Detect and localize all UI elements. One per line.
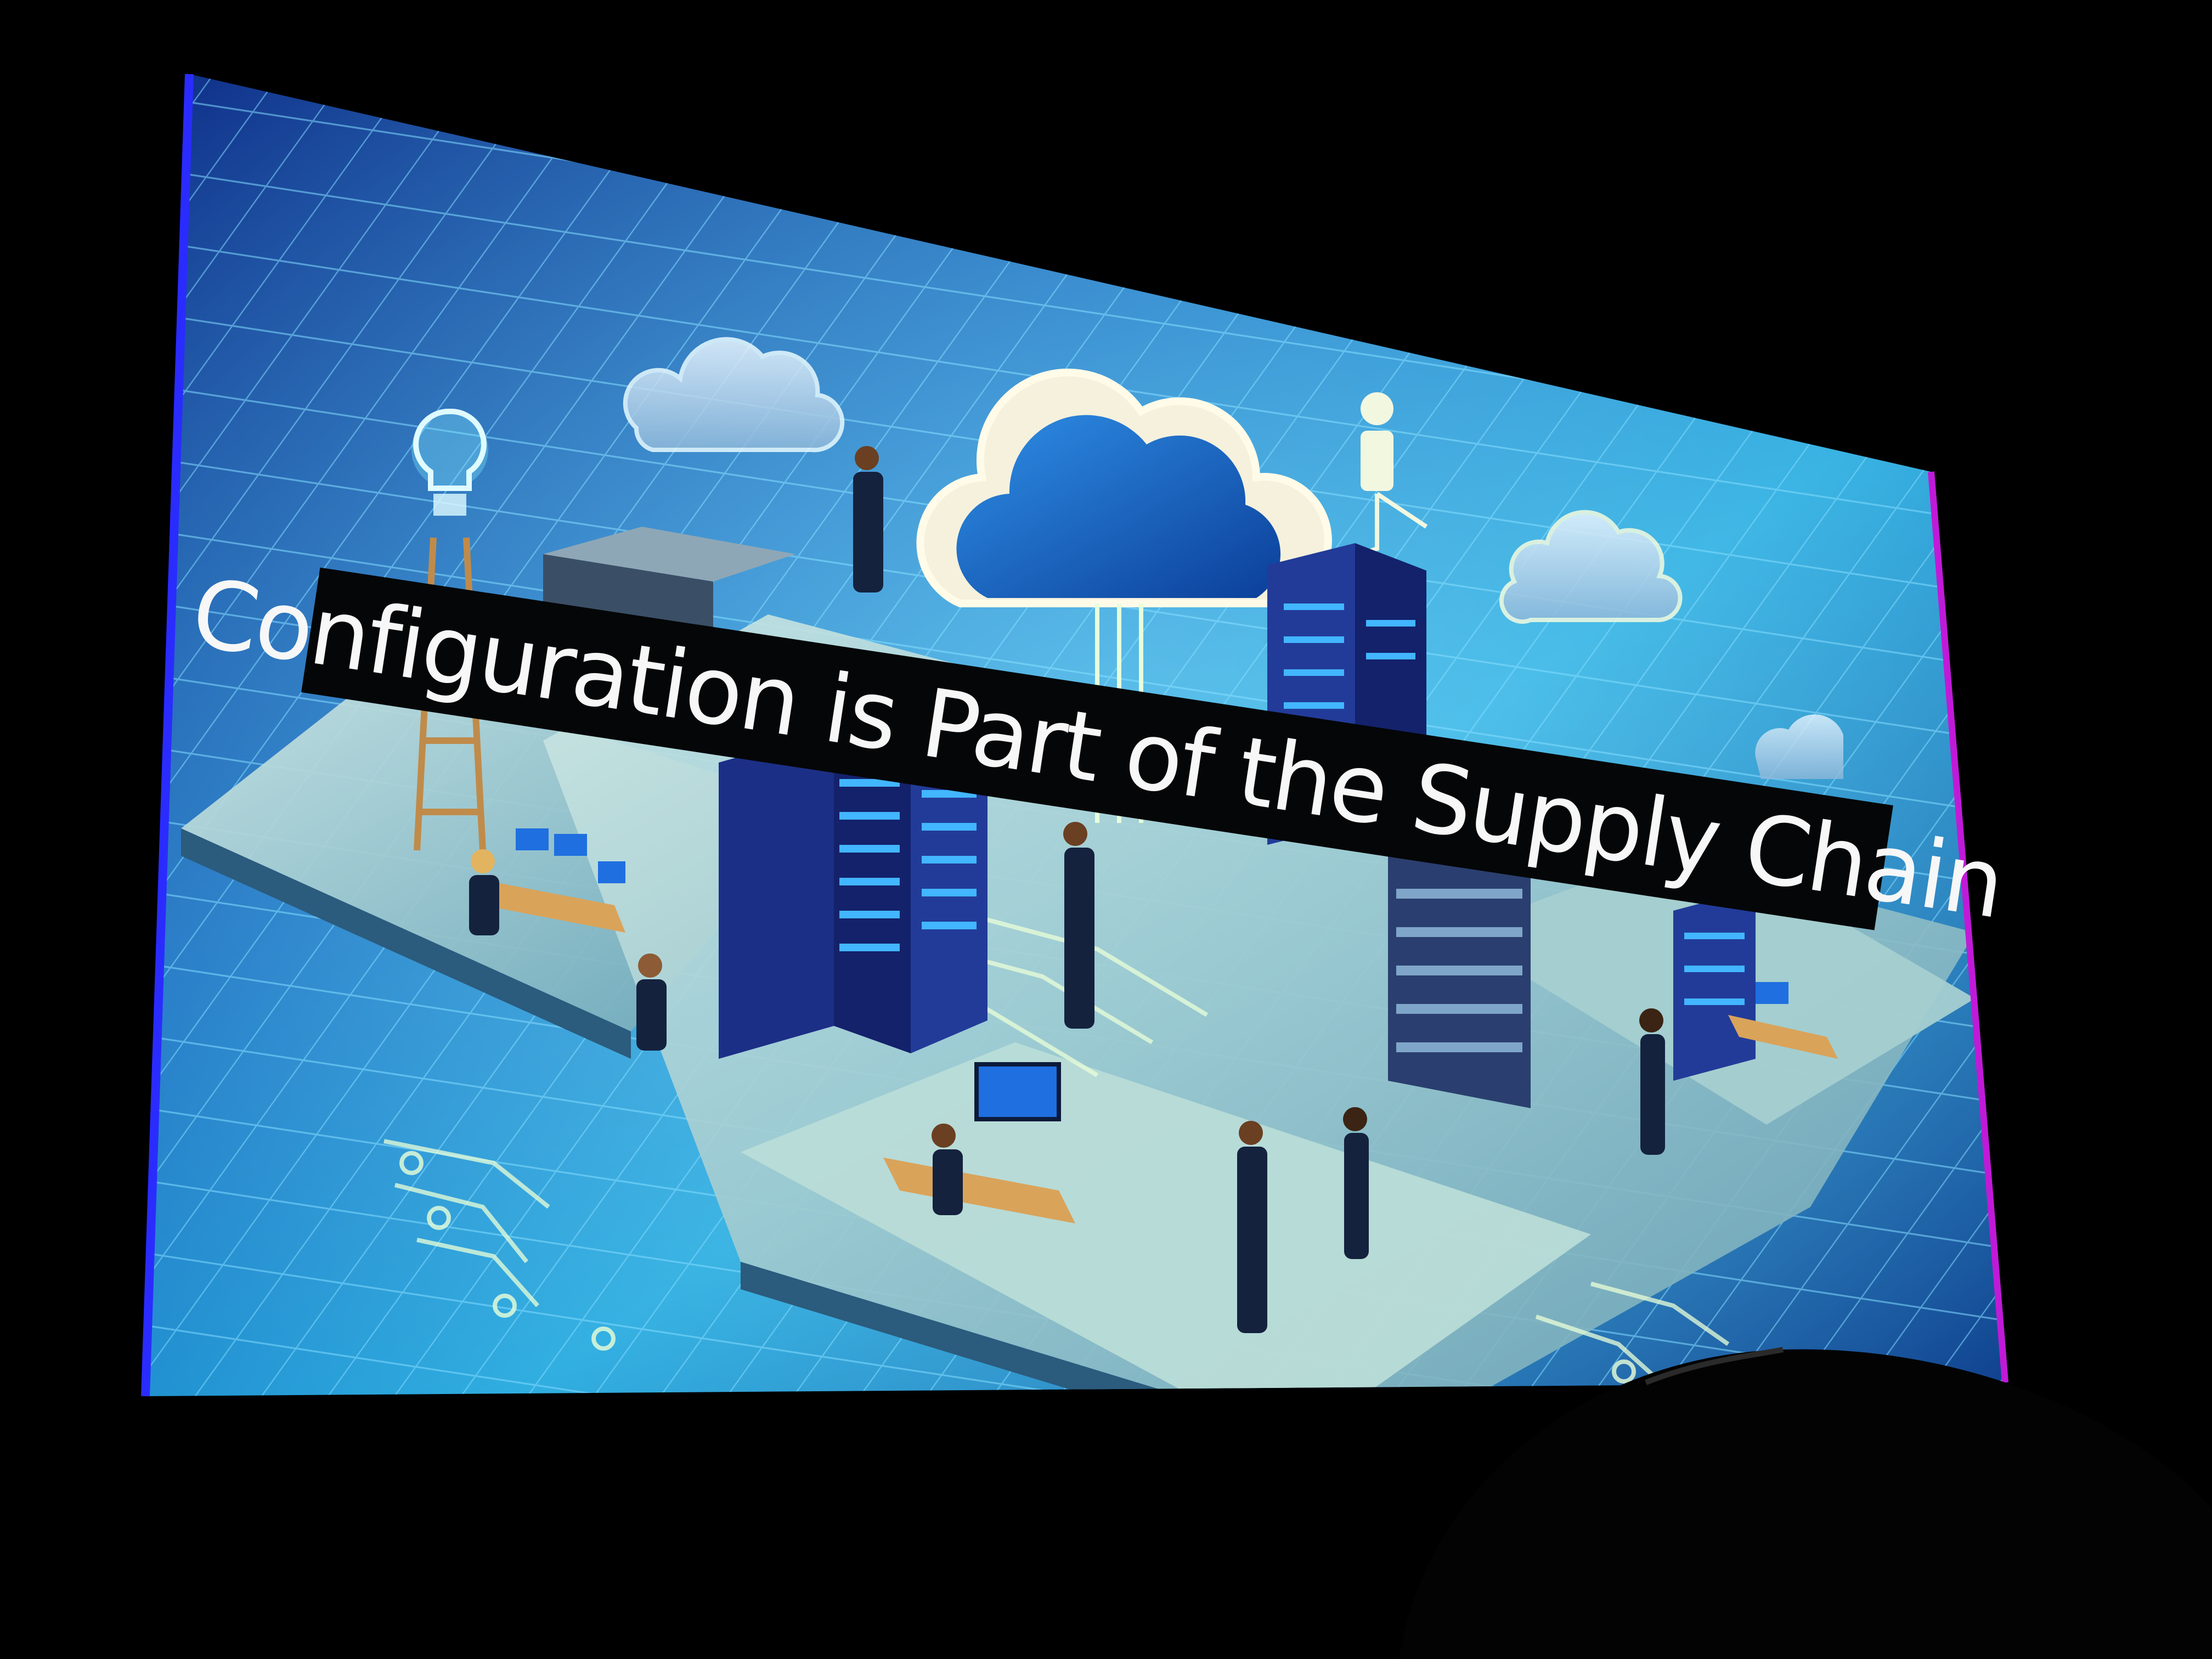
server-rack-icon xyxy=(1388,828,1531,1108)
screen-edge-right xyxy=(1928,471,2008,1383)
server-rack-icon xyxy=(719,730,988,1059)
cloud-icon xyxy=(916,368,1332,823)
workstation-icon xyxy=(472,828,1838,1223)
screen-edge-left xyxy=(141,74,194,1397)
server-rack-icon xyxy=(1673,889,1756,1081)
cloud-icon xyxy=(1755,714,1843,779)
cloud-icon xyxy=(623,337,845,453)
people-figures xyxy=(469,446,1665,1333)
cloud-icon xyxy=(1499,510,1683,624)
person-icon xyxy=(1343,392,1428,562)
audience-silhouette xyxy=(1399,1347,2212,1659)
